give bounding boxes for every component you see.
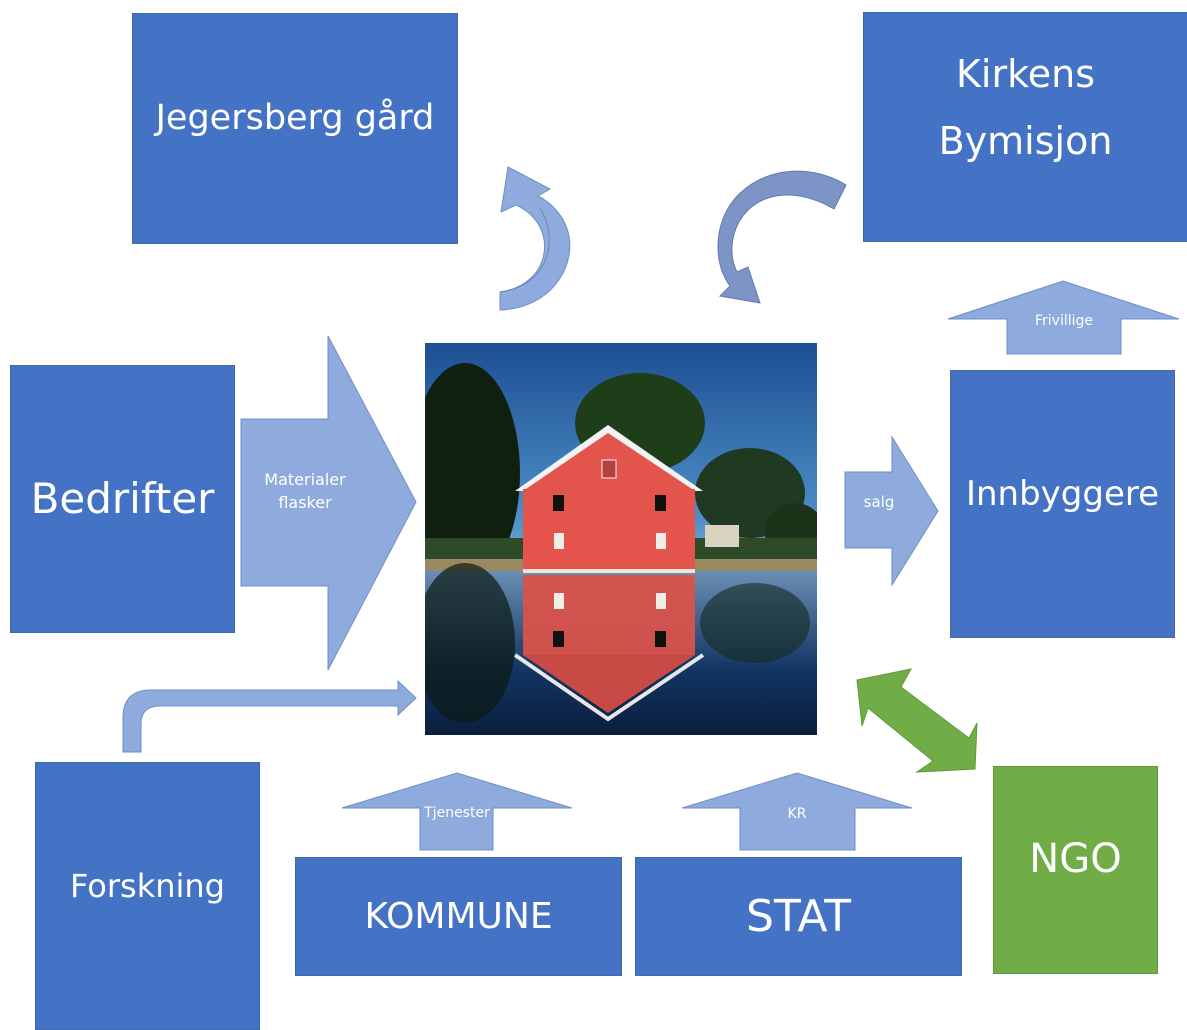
stat-box: STAT xyxy=(635,857,962,976)
innbyggere-box: Innbyggere xyxy=(950,370,1175,638)
tjenester-label: Tjenester xyxy=(424,805,490,821)
materialer-arrow xyxy=(240,335,417,671)
frivillige-arrow xyxy=(947,280,1180,355)
materialer-line: Materialer xyxy=(264,470,346,489)
kirkens-bymisjon-box: Kirkens Bymisjon xyxy=(863,12,1187,242)
stat-label: STAT xyxy=(746,891,851,942)
kr-label: KR xyxy=(787,806,807,822)
salg-arrow xyxy=(844,435,939,587)
frivillige-label: Frivillige xyxy=(1034,313,1094,329)
kr-arrow xyxy=(681,772,913,851)
kommune-label: KOMMUNE xyxy=(364,896,553,937)
salg-label: salg xyxy=(863,493,895,511)
forskning-box: Forskning xyxy=(35,762,260,1030)
ngo-double-arrow xyxy=(856,668,978,773)
materialer-flasker-label: Materialer flasker xyxy=(250,468,360,514)
kirkens-curved-arrow xyxy=(717,170,847,304)
flasker-line: flasker xyxy=(278,493,332,513)
jegersberg-gard-box: Jegersberg gård xyxy=(132,13,458,244)
kirkens-bymisjon-line1: Kirkens xyxy=(955,51,1095,96)
bedrifter-label: Bedrifter xyxy=(30,473,215,523)
innbyggere-label: Innbyggere xyxy=(965,473,1160,514)
tjenester-arrow xyxy=(341,772,573,851)
forskning-label: Forskning xyxy=(70,867,225,905)
forskning-bent-arrow xyxy=(122,679,417,753)
kirkens-bymisjon-line2: Bymisjon xyxy=(938,119,1113,163)
red-boathouse-photo xyxy=(425,343,817,735)
ngo-box: NGO xyxy=(993,766,1158,974)
kommune-box: KOMMUNE xyxy=(295,857,622,976)
jegersberg-gard-label: Jegersberg gård xyxy=(155,97,435,138)
ngo-label: NGO xyxy=(1029,836,1122,882)
bedrifter-box: Bedrifter xyxy=(10,365,235,633)
jegersberg-curved-arrow xyxy=(499,166,571,311)
